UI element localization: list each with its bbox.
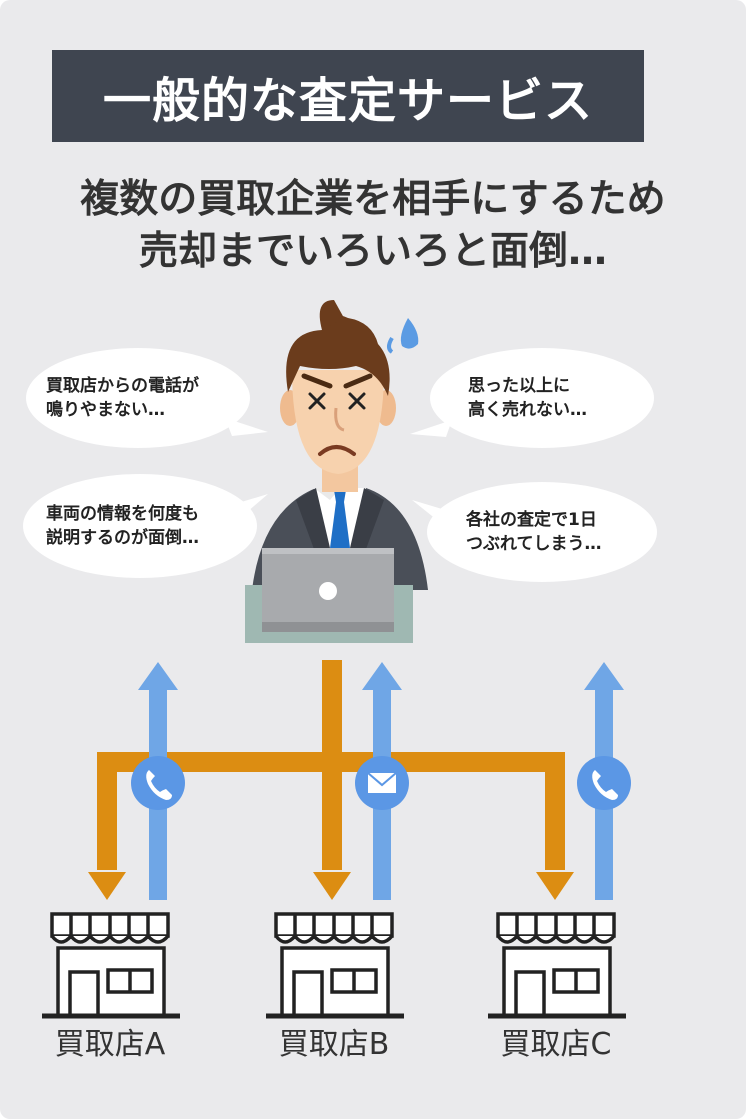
- sweat-drop-icon: [400, 318, 419, 349]
- bubble-1-line-1: 買取店からの電話が: [46, 376, 199, 396]
- phone-icon: [577, 756, 631, 810]
- phone-icon: [131, 756, 185, 810]
- store-icon: [42, 912, 180, 1019]
- bubble-1-text: 買取店からの電話が 鳴りやまない…: [46, 374, 199, 422]
- bubble-4-line-1: 各社の査定で1日: [466, 510, 597, 530]
- mail-icon: [355, 756, 409, 810]
- bubble-4-line-2: つぶれてしまう…: [466, 534, 602, 554]
- page-title: 一般的な査定サービス: [52, 50, 644, 142]
- bubble-1-line-2: 鳴りやまない…: [46, 400, 165, 420]
- orange-outbound-arrows: [88, 660, 574, 900]
- bubble-3-line-1: 車両の情報を何度も: [46, 504, 199, 524]
- subtitle-line-2: 売却までいろいろと面倒…: [138, 229, 607, 274]
- businessman-illustration: [245, 300, 428, 643]
- bubble-2-line-1: 思った以上に: [468, 376, 570, 396]
- speech-bubble-2: [410, 348, 654, 448]
- store-icon: [488, 912, 626, 1019]
- bubble-3-line-2: 説明するのが面倒…: [46, 528, 199, 548]
- necktie: [330, 490, 350, 562]
- bubble-3-text: 車両の情報を何度も 説明するのが面倒…: [46, 502, 199, 550]
- bubble-2-line-2: 高く売れない…: [468, 400, 587, 420]
- laptop-logo-icon: [319, 582, 337, 600]
- store-label-a: 買取店A: [54, 1027, 166, 1062]
- bubble-4-text: 各社の査定で1日 つぶれてしまう…: [466, 508, 602, 556]
- speech-bubble-4: [412, 482, 657, 582]
- bubble-2-text: 思った以上に 高く売れない…: [468, 374, 587, 422]
- speech-bubble-3: [23, 474, 268, 578]
- store-label-b: 買取店B: [278, 1027, 390, 1062]
- speech-bubble-1: [26, 348, 268, 448]
- subtitle-line-1: 複数の買取企業を相手にするため: [80, 177, 666, 222]
- store-icon: [266, 912, 404, 1019]
- store-label-c: 買取店C: [500, 1027, 612, 1062]
